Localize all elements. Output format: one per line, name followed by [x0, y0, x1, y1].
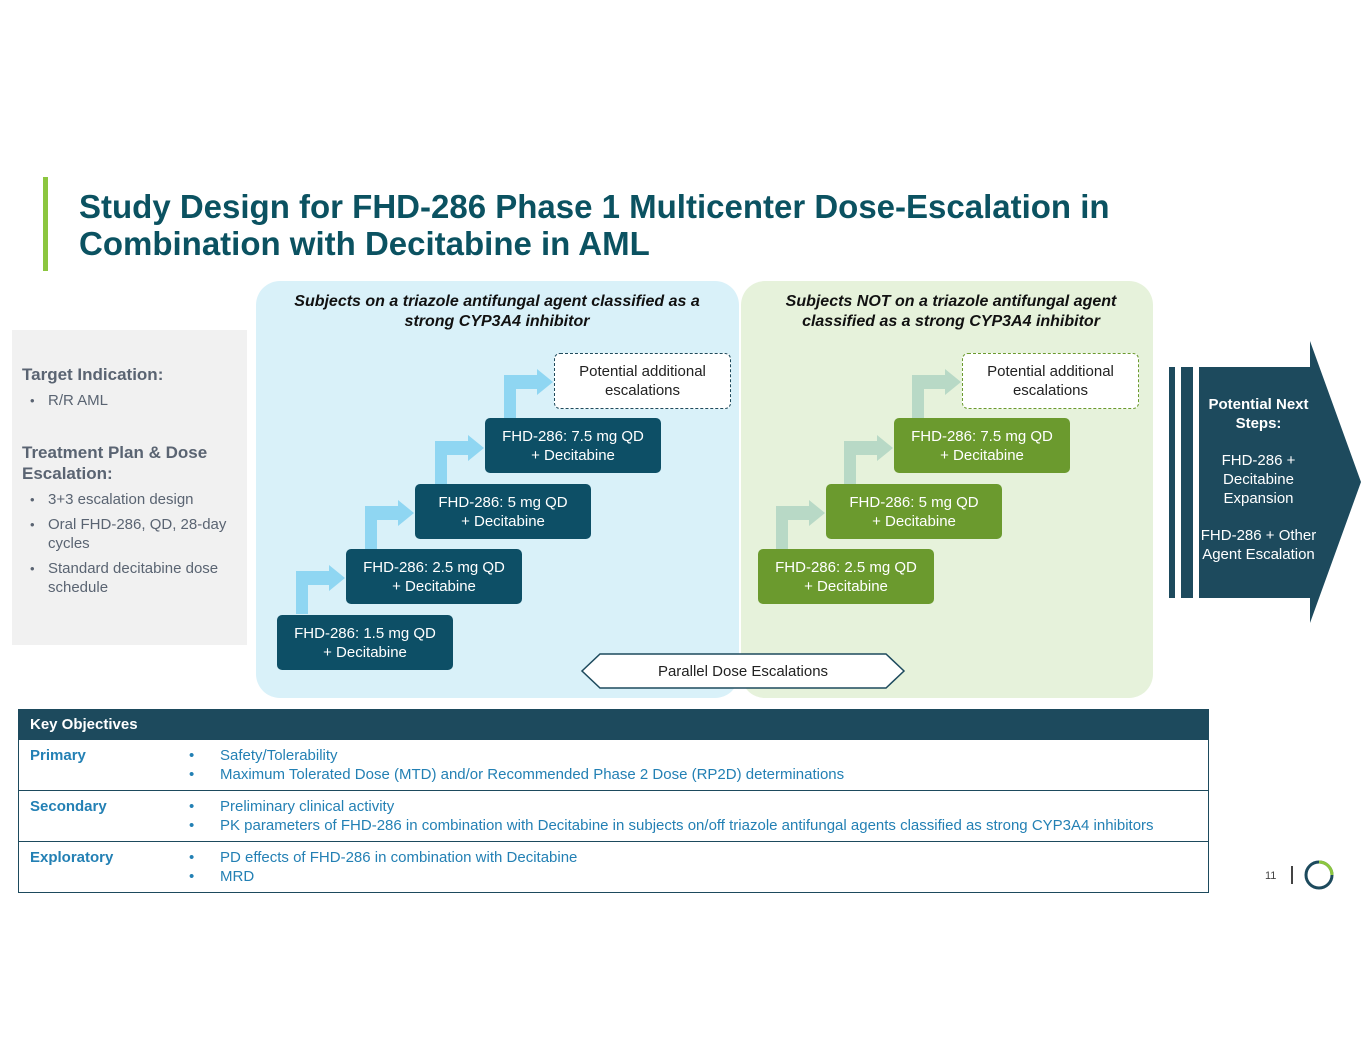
- list-item: Safety/Tolerability: [177, 746, 1208, 765]
- objective-label: Primary: [30, 747, 86, 764]
- blue-potential-escalations: Potential additional escalations: [554, 353, 731, 409]
- table-row: Primary Safety/Tolerability Maximum Tole…: [19, 740, 1208, 790]
- page-number: 11: [1265, 870, 1277, 882]
- title-accent-bar: [43, 177, 48, 271]
- blue-step-1: FHD-286: 1.5 mg QD+ Decitabine: [277, 615, 453, 670]
- table-row: Exploratory PD effects of FHD-286 in com…: [19, 841, 1208, 892]
- green-step-2: FHD-286: 5 mg QD+ Decitabine: [826, 484, 1002, 539]
- step-arrow: [776, 500, 825, 549]
- treatment-plan-list: 3+3 escalation design Oral FHD-286, QD, …: [22, 490, 237, 597]
- green-step-1: FHD-286: 2.5 mg QD+ Decitabine: [758, 549, 934, 604]
- page-title: Study Design for FHD-286 Phase 1 Multice…: [79, 188, 1110, 262]
- step-arrow: [296, 565, 345, 614]
- list-item: PK parameters of FHD-286 in combination …: [177, 816, 1208, 835]
- stripe: [1169, 367, 1175, 598]
- objective-label: Secondary: [30, 798, 107, 815]
- footer-divider: [1291, 866, 1293, 884]
- green-arm-heading: Subjects NOT on a triazole antifungal ag…: [785, 293, 1117, 330]
- parallel-dose-escalations-label: Parallel Dose Escalations: [657, 662, 829, 680]
- next-step-item: FHD-286 + Decitabine Expansion: [1221, 452, 1296, 507]
- objective-label: Exploratory: [30, 849, 114, 866]
- blue-step-3: FHD-286: 5 mg QD+ Decitabine: [415, 484, 591, 539]
- objective-items: PD effects of FHD-286 in combination wit…: [177, 848, 1208, 886]
- key-objectives-table: Key Objectives Primary Safety/Tolerabili…: [18, 709, 1209, 893]
- blue-step-4: FHD-286: 7.5 mg QD+ Decitabine: [485, 418, 661, 473]
- list-item: Oral FHD-286, QD, 28-day cycles: [22, 515, 237, 553]
- list-item: 3+3 escalation design: [22, 490, 237, 509]
- blue-step-arrows: [296, 369, 553, 614]
- company-logo-icon: [1304, 860, 1334, 890]
- key-objectives-header: Key Objectives: [19, 710, 1208, 740]
- objective-items: Safety/Tolerability Maximum Tolerated Do…: [177, 746, 1208, 784]
- next-steps: Potential Next Steps: FHD-286 + Decitabi…: [1196, 395, 1321, 582]
- green-step-3: FHD-286: 7.5 mg QD+ Decitabine: [894, 418, 1070, 473]
- list-item: MRD: [177, 867, 1208, 886]
- next-steps-arrow-shape: [1199, 341, 1361, 623]
- parallel-banner-shape: [580, 653, 906, 689]
- blue-arm-heading: Subjects on a triazole antifungal agent …: [294, 293, 700, 330]
- step-arrow: [844, 435, 893, 484]
- side-panel: Target Indication: R/R AML Treatment Pla…: [12, 330, 247, 645]
- stripe: [1181, 367, 1193, 598]
- step-arrow: [365, 500, 414, 549]
- target-indication-list: R/R AML: [22, 391, 237, 410]
- treatment-plan-heading: Treatment Plan & Dose Escalation:: [22, 443, 208, 483]
- list-item: Standard decitabine dose schedule: [22, 559, 237, 597]
- next-steps-title: Potential Next Steps:: [1208, 396, 1309, 432]
- next-step-item: FHD-286 + Other Agent Escalation: [1200, 527, 1317, 563]
- target-indication-heading: Target Indication:: [22, 365, 164, 384]
- list-item: PD effects of FHD-286 in combination wit…: [177, 848, 1208, 867]
- table-row: Secondary Preliminary clinical activity …: [19, 790, 1208, 841]
- list-item: Preliminary clinical activity: [177, 797, 1208, 816]
- list-item: Maximum Tolerated Dose (MTD) and/or Reco…: [177, 765, 1208, 784]
- green-step-arrows: [776, 369, 961, 549]
- step-arrow: [504, 369, 553, 418]
- step-arrow: [912, 369, 961, 418]
- step-arrow: [435, 435, 484, 484]
- blue-step-2: FHD-286: 2.5 mg QD+ Decitabine: [346, 549, 522, 604]
- list-item: R/R AML: [22, 391, 237, 410]
- objective-items: Preliminary clinical activity PK paramet…: [177, 797, 1208, 835]
- green-potential-escalations: Potential additional escalations: [962, 353, 1139, 409]
